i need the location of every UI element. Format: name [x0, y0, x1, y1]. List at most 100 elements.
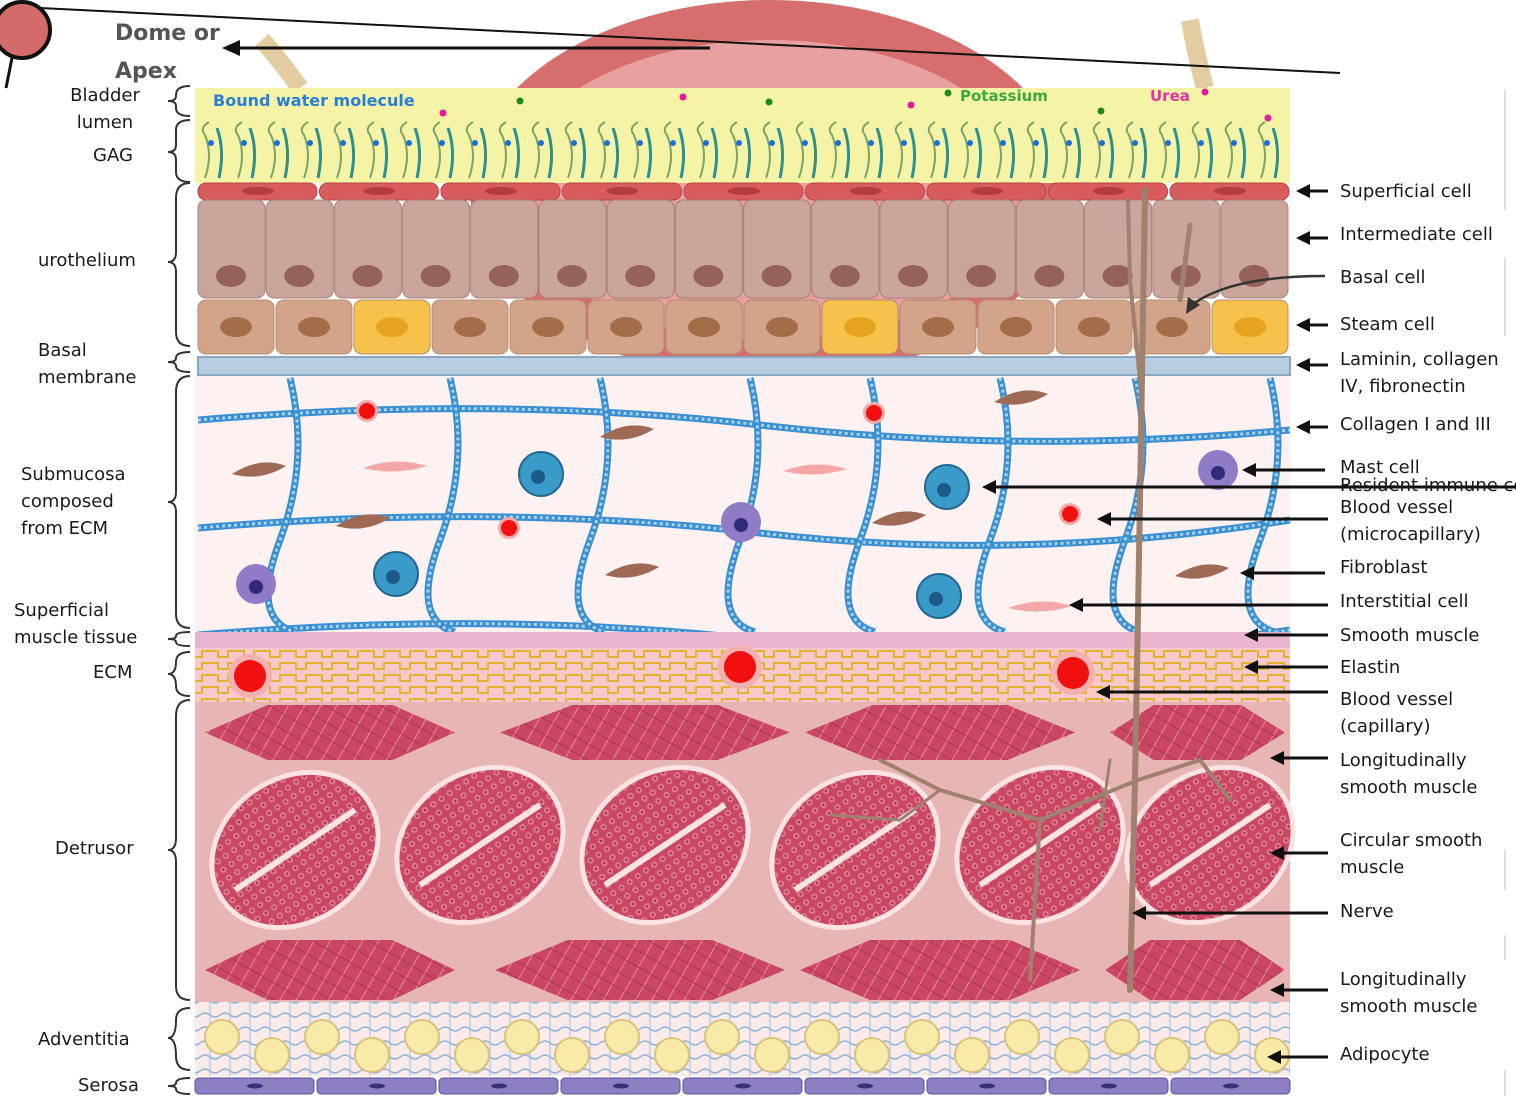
adipocyte — [1105, 1020, 1139, 1054]
water-molecule — [604, 140, 610, 146]
dome-label-2: Apex — [115, 59, 177, 84]
mast-nucleus — [249, 580, 263, 594]
basal-nucleus — [298, 317, 330, 337]
adipocyte — [455, 1038, 489, 1072]
water-molecule — [835, 140, 841, 146]
label-laminin: Laminin, collagen IV, fibronectin — [1340, 346, 1499, 400]
water-molecule — [670, 140, 676, 146]
intermediate-nucleus — [216, 265, 246, 287]
intermediate-nucleus — [489, 265, 519, 287]
superficial-nucleus — [607, 187, 639, 195]
basal-nucleus — [376, 317, 408, 337]
label-fibroblast: Fibroblast — [1340, 554, 1427, 581]
label-basal-membrane: Basal membrane — [38, 337, 136, 391]
water-molecule — [571, 140, 577, 146]
water-molecule — [1198, 140, 1204, 146]
serosa-nucleus — [247, 1084, 263, 1089]
serosa-nucleus — [613, 1084, 629, 1089]
label-basal-membrane-line1: Basal — [38, 337, 136, 364]
label-basal-membrane-line2: membrane — [38, 364, 136, 391]
microcapillary — [501, 520, 517, 536]
label-bladder-lumen-line2: lumen — [60, 109, 150, 136]
intermediate-nucleus — [557, 265, 587, 287]
adipocyte — [255, 1038, 289, 1072]
water-molecule — [802, 140, 808, 146]
water-molecule — [340, 140, 346, 146]
label-serosa: Serosa — [78, 1072, 139, 1099]
superficial-nucleus — [971, 187, 1003, 195]
superficial-nucleus — [850, 187, 882, 195]
microcapillary — [866, 405, 882, 421]
adipocyte — [405, 1020, 439, 1054]
adipocyte — [1005, 1020, 1039, 1054]
water-molecule — [1033, 140, 1039, 146]
label-laminin-line1: Laminin, collagen — [1340, 346, 1499, 373]
serosa-nucleus — [1101, 1084, 1117, 1089]
label-longitudinal-muscle-2-line1: Longitudinally — [1340, 966, 1477, 993]
serosa-nucleus — [979, 1084, 995, 1089]
adipocyte — [505, 1020, 539, 1054]
basal-nucleus — [688, 317, 720, 337]
water-molecule — [637, 140, 643, 146]
intermediate-nucleus — [898, 265, 928, 287]
label-elastin: Elastin — [1340, 654, 1400, 681]
urea-label: Urea — [1150, 87, 1190, 105]
intermediate-nucleus — [352, 265, 382, 287]
label-bladder-lumen-line1: Bladder — [60, 82, 150, 109]
label-longitudinal-muscle-1-line1: Longitudinally — [1340, 747, 1477, 774]
label-blood-vessel-micro-line2: (microcapillary) — [1340, 521, 1481, 548]
adipocyte — [905, 1020, 939, 1054]
label-adipocyte: Adipocyte — [1340, 1041, 1430, 1068]
label-blood-vessel-micro: Blood vessel (microcapillary) — [1340, 494, 1481, 548]
superficial-nucleus — [728, 187, 760, 195]
label-circular-muscle: Circular smooth muscle — [1340, 827, 1482, 881]
label-circular-muscle-line1: Circular smooth — [1340, 827, 1482, 854]
label-submucosa-line3: from ECM — [21, 515, 126, 542]
immune-nucleus — [386, 570, 400, 584]
label-bladder-lumen: Bladder lumen — [60, 82, 150, 136]
label-collagen: Collagen I and III — [1340, 411, 1491, 438]
microcapillary — [359, 403, 375, 419]
water-molecule — [406, 140, 412, 146]
label-blood-vessel-capillary-line2: (capillary) — [1340, 713, 1453, 740]
mast-nucleus — [734, 518, 748, 532]
adipocyte — [855, 1038, 889, 1072]
label-submucosa: Submucosa composed from ECM — [21, 461, 126, 542]
serosa-nucleus — [1223, 1084, 1239, 1089]
adipocyte — [305, 1020, 339, 1054]
adipocyte — [1055, 1038, 1089, 1072]
water-molecule — [967, 140, 973, 146]
intermediate-nucleus — [421, 265, 451, 287]
label-blood-vessel-micro-line1: Blood vessel — [1340, 494, 1481, 521]
capillary — [234, 660, 266, 692]
water-molecule — [241, 140, 247, 146]
adipocyte — [1155, 1038, 1189, 1072]
intermediate-nucleus — [625, 265, 655, 287]
superficial-nucleus — [1093, 187, 1125, 195]
serosa-nucleus — [369, 1084, 385, 1089]
bound-water-label: Bound water molecule — [213, 91, 415, 110]
capillary — [724, 651, 756, 683]
superficial-cell-layer — [198, 183, 1289, 200]
label-urothelium: urothelium — [38, 247, 136, 274]
superficial-nucleus — [485, 187, 517, 195]
adipocyte — [1205, 1020, 1239, 1054]
arrow-intermediate-cell-head — [1296, 231, 1310, 245]
label-superficial-muscle: Superficial muscle tissue — [14, 597, 137, 651]
tissue-block — [182, 88, 1324, 1094]
capillary — [1057, 657, 1089, 689]
basal-nucleus — [766, 317, 798, 337]
label-longitudinal-muscle-2-line2: smooth muscle — [1340, 993, 1477, 1020]
dome-label-1: Dome or — [115, 21, 220, 46]
zoom-circle-icon — [0, 2, 50, 88]
superficial-nucleus — [364, 187, 396, 195]
water-molecule — [439, 140, 445, 146]
label-submucosa-line2: composed — [21, 488, 126, 515]
label-laminin-line2: IV, fibronectin — [1340, 373, 1499, 400]
arrow-steam-cell-head — [1296, 318, 1310, 332]
adipocyte — [555, 1038, 589, 1072]
basal-nucleus — [844, 317, 876, 337]
basal-membrane-layer — [198, 357, 1290, 375]
basal-nucleus — [220, 317, 252, 337]
label-longitudinal-muscle-2: Longitudinally smooth muscle — [1340, 966, 1477, 1020]
